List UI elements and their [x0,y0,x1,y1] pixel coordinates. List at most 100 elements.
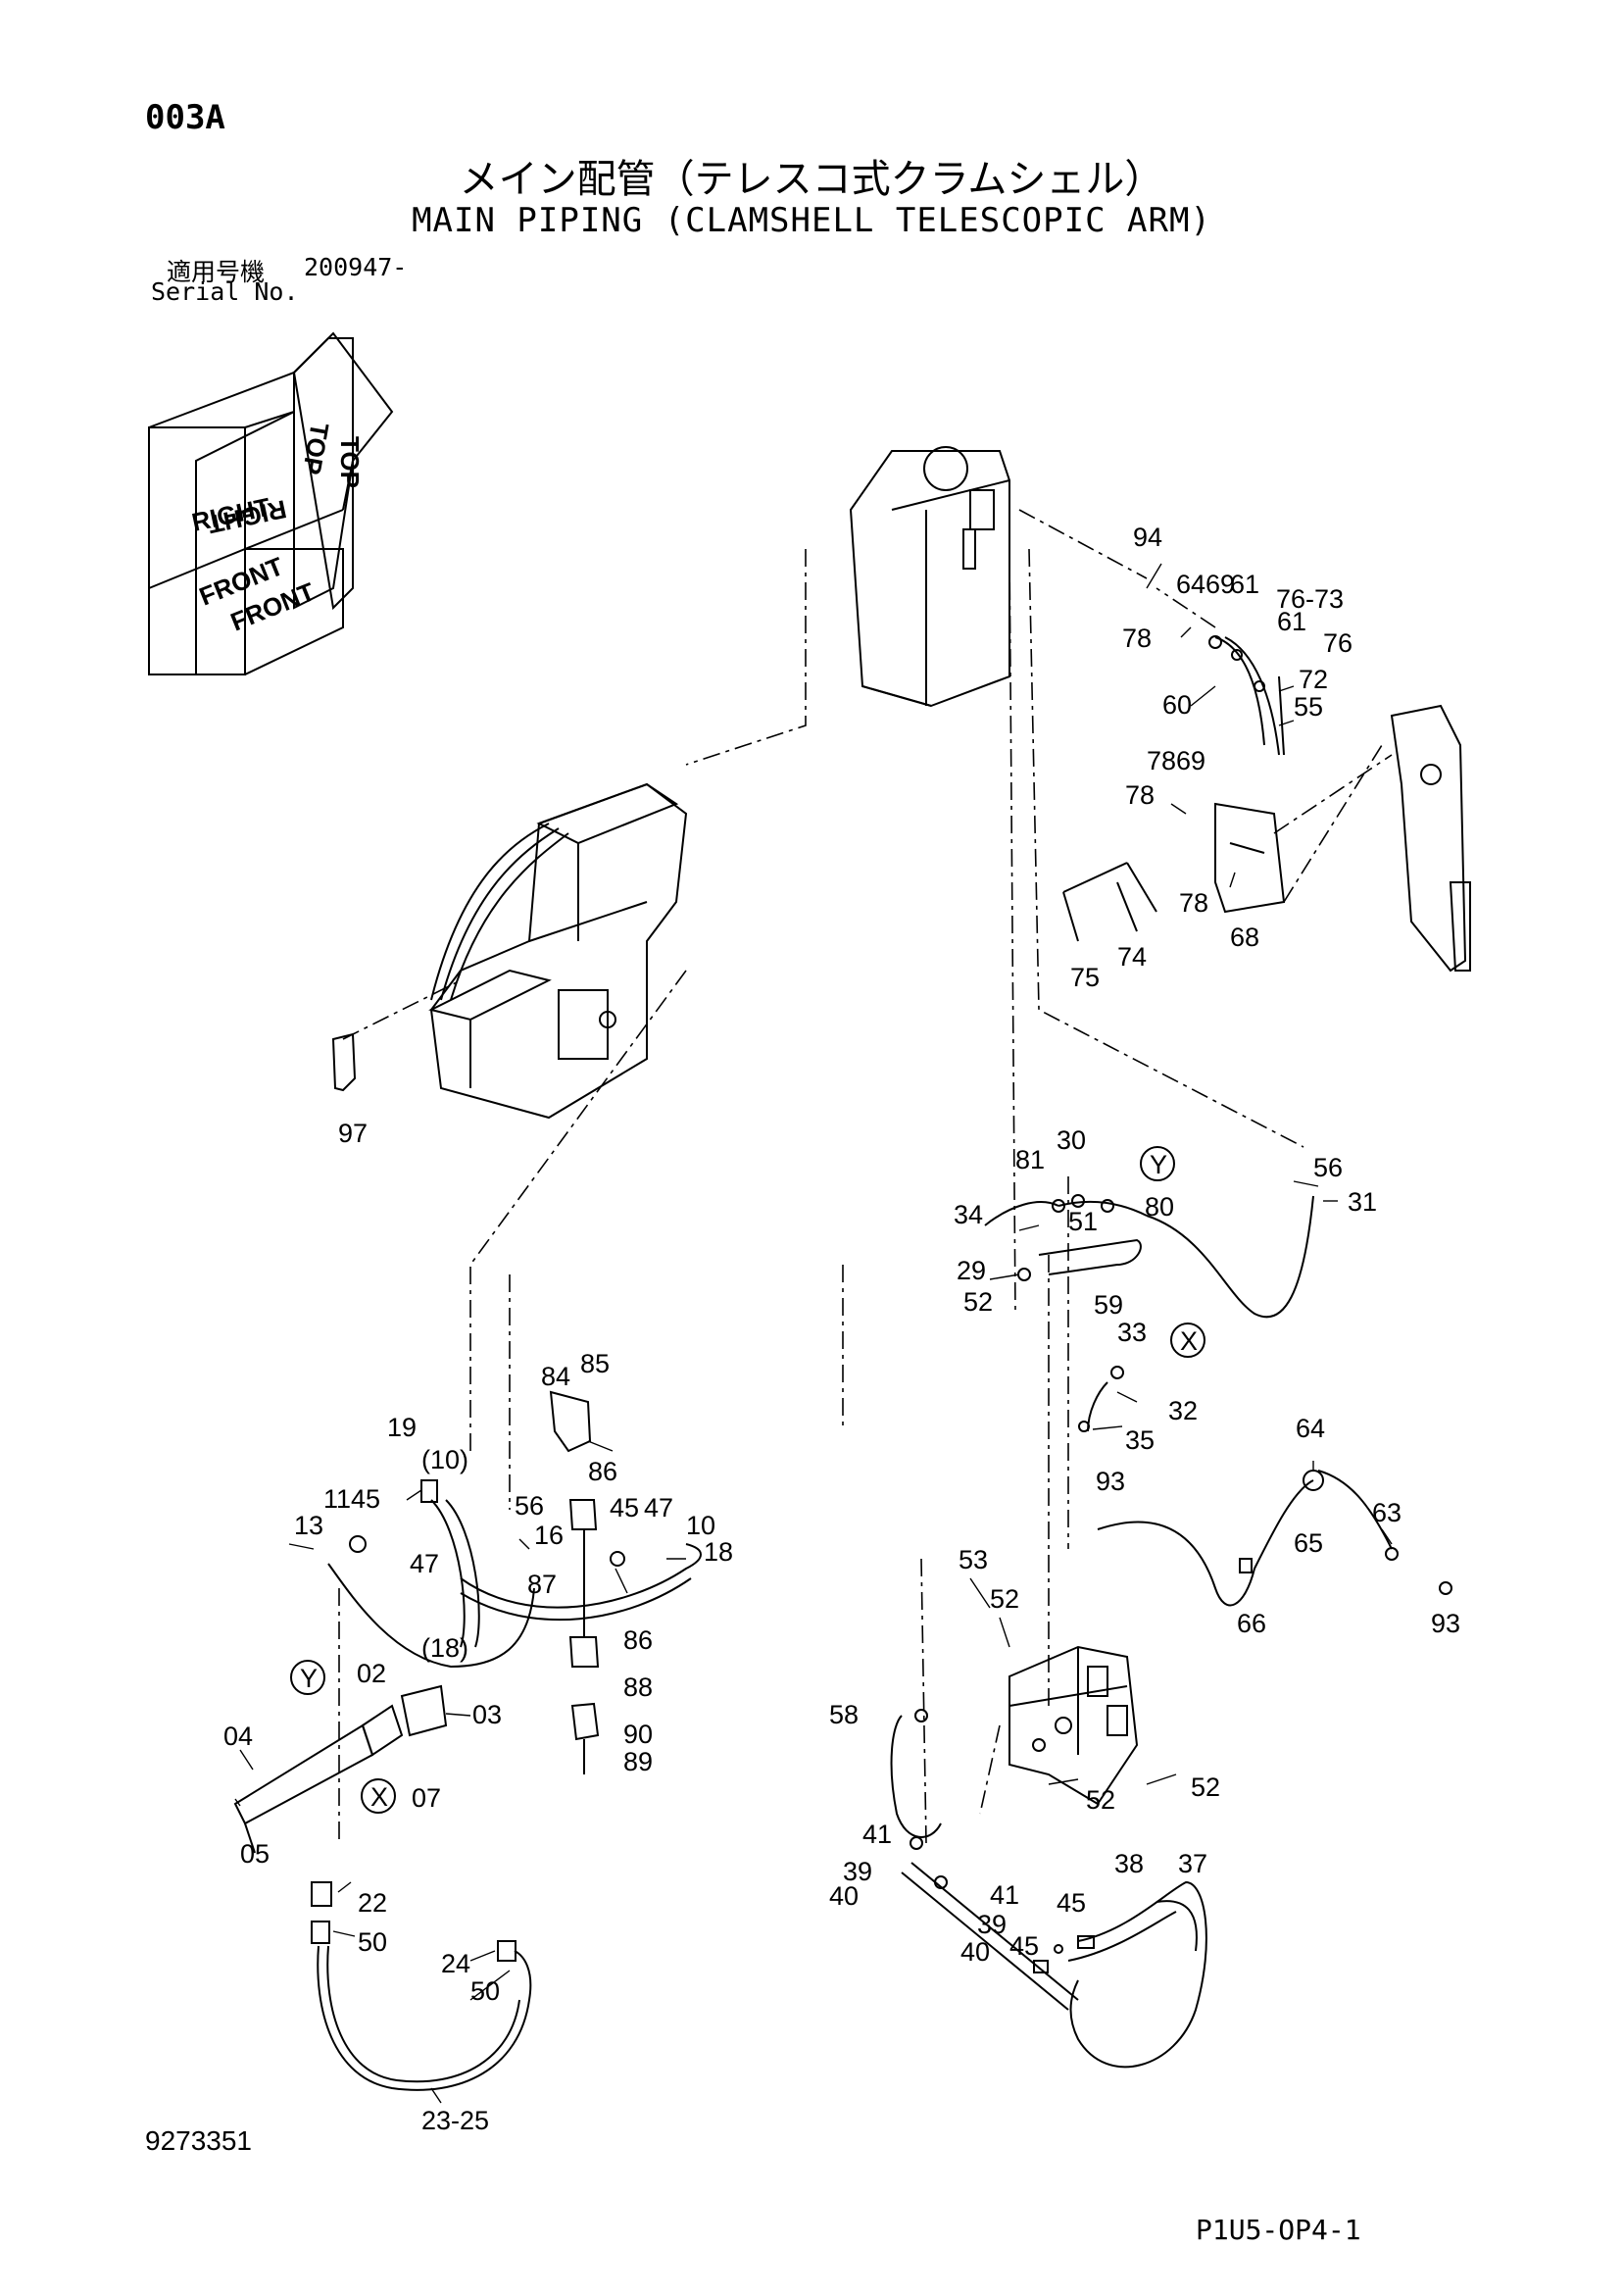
pilot-hose-group-top-right [1208,635,1285,756]
callout-76-73: 76-73 [1276,584,1344,614]
main-control-valve [1008,1645,1139,1806]
callout-30: 30 [1057,1125,1086,1155]
callout-47a: 47 [410,1549,439,1578]
callout-33: 33 [1117,1318,1147,1347]
callout-39a: 39 [843,1857,872,1886]
callout-72: 72 [1299,665,1328,694]
callout-78c: 78 [1179,888,1208,918]
callout-23-25: 23-25 [421,2106,489,2135]
marker-x-left: X [370,1782,388,1812]
marker-y-top: Y [1150,1150,1167,1179]
callout-05: 05 [240,1839,270,1869]
callout-86b: 86 [623,1625,653,1655]
callout-93b: 93 [1431,1609,1460,1638]
callout-47b: 47 [644,1493,673,1522]
callout-84: 84 [541,1362,570,1391]
clamp-86-87-88 [568,1499,600,1774]
callout-18: 18 [704,1537,733,1567]
callout-78a: 78 [1122,624,1152,653]
callout-10: 10 [686,1511,715,1540]
callout-61a: 61 [1230,570,1259,599]
callout-37: 37 [1178,1849,1207,1878]
callout-1145: 1145 [323,1484,380,1514]
marker-x-top: X [1180,1326,1198,1356]
pilot-valve-02-03 [233,1684,448,1854]
callout-04: 04 [223,1722,253,1751]
callout-56b: 56 [515,1491,544,1521]
callout-63: 63 [1372,1498,1402,1527]
callout-52b: 52 [990,1584,1019,1614]
callout-45b: 45 [1009,1931,1039,1961]
callout-87: 87 [527,1570,557,1599]
callout-41a: 41 [862,1820,892,1849]
callout-53: 53 [959,1545,988,1574]
callout-22: 22 [358,1888,387,1918]
callout-31: 31 [1348,1187,1377,1217]
hose-assembly-64-66 [1097,1470,1452,1607]
serial-label-english: Serial No. [151,277,299,306]
serial-label-japanese: 適用号機 [167,258,266,286]
callout-65: 65 [1294,1528,1323,1558]
serial-number-value: 200947- [304,253,408,281]
bracket-84 [549,1390,592,1453]
callout-7869: 7869 [1147,746,1205,775]
callout-51: 51 [1068,1207,1098,1236]
callout-52d: 52 [1191,1772,1220,1802]
marker-y-left: Y [300,1664,318,1693]
callout-16: 16 [534,1521,564,1550]
callout-34: 34 [954,1200,983,1229]
callout-94: 94 [1133,523,1162,552]
callout-55: 55 [1294,692,1323,722]
marker-y-top-circle [1140,1146,1175,1181]
callout-35: 35 [1125,1425,1155,1455]
orientation-top-label-2: TOP [335,436,365,488]
callout-07: 07 [412,1783,441,1813]
callout-29: 29 [957,1256,986,1285]
callout-60: 60 [1162,690,1192,720]
callout-86a: 86 [588,1457,617,1486]
callout-90: 90 [623,1720,653,1749]
hose-assembly-31-34 [984,1194,1314,1319]
callout-02: 02 [357,1659,386,1688]
callout-24: 24 [441,1949,470,1978]
callout-45a: 45 [1057,1888,1086,1918]
hose-58 [890,1709,942,1838]
callout-41b: 41 [990,1880,1019,1910]
marker-x-left-circle [361,1778,396,1814]
callout-97: 97 [338,1119,368,1148]
callout-10-paren: (10) [421,1445,468,1474]
connection-lines [338,509,1393,1844]
callout-52c: 52 [1086,1785,1115,1815]
callout-56a: 56 [1313,1153,1343,1182]
control-valve-assembly [428,782,688,1120]
page-reference: P1U5-OP4-1 [1196,2214,1361,2246]
callout-89: 89 [623,1747,653,1776]
callout-45c: 45 [610,1493,639,1522]
callout-50b: 50 [470,1976,500,2006]
callout-13: 13 [294,1511,323,1540]
callout-59: 59 [1094,1290,1123,1320]
leader-lines [234,563,1393,2104]
drawing-number: 9273351 [145,2125,253,2156]
callout-18-paren: (18) [421,1633,468,1663]
callout-03: 03 [472,1700,502,1729]
callout-81: 81 [1015,1145,1045,1174]
callout-76: 76 [1323,628,1352,658]
callout-78b: 78 [1125,780,1155,810]
pipe-39-41 [901,1836,1079,2011]
hose-assembly-37-38 [1033,1880,1207,2069]
clamp-group-74-75 [1062,862,1157,942]
callout-19: 19 [387,1413,417,1442]
callout-40b: 40 [960,1937,990,1967]
callout-58: 58 [829,1700,859,1729]
frame-panel-right [1390,704,1471,973]
callout-39b: 39 [977,1910,1007,1939]
title-english: MAIN PIPING (CLAMSHELL TELESCOPIC ARM) [412,201,1211,240]
title-japanese: メイン配管（テレスコ式クラムシェル） [459,157,1164,202]
callout-74: 74 [1117,942,1147,972]
callout-66: 66 [1237,1609,1266,1638]
callout-80: 80 [1145,1192,1174,1222]
callout-64: 64 [1296,1414,1325,1443]
callout-85: 85 [580,1349,610,1378]
